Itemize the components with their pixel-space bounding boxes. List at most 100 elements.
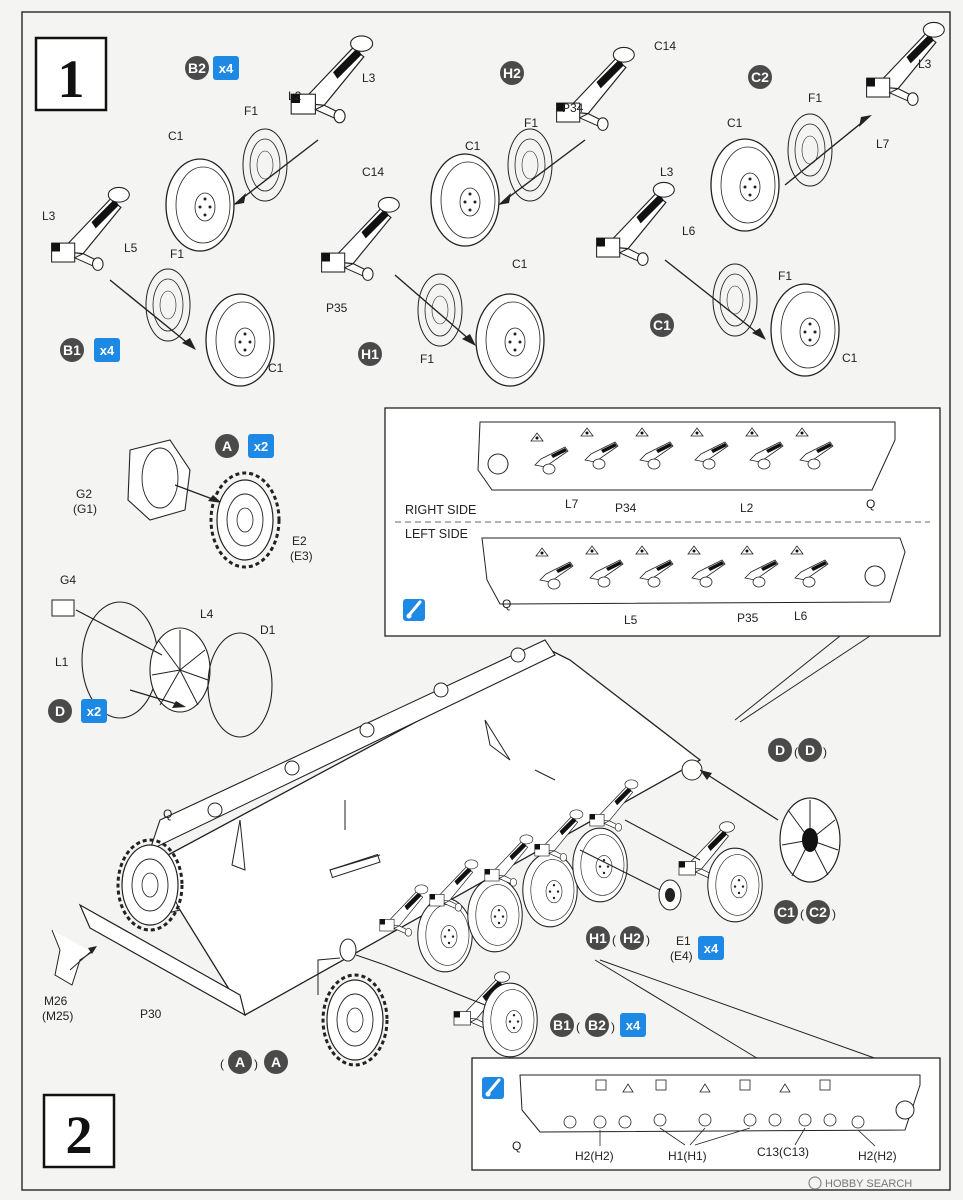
svg-text:C1: C1 [777,904,795,920]
label-q-inset-bottom: Q [512,1139,521,1153]
label-e4: (E4) [670,949,693,963]
label-g1: (G1) [73,502,97,516]
watermark: HOBBY SEARCH [808,1176,912,1190]
badge-b2: B2 x4 [185,56,239,80]
badge-e1-multiplier: x4 [698,936,724,960]
svg-text:): ) [832,907,836,921]
badge-c1-c2-pair: C1 ( C2 ) [774,900,836,924]
svg-text:B1: B1 [63,342,81,358]
svg-text:H2: H2 [623,930,641,946]
svg-text:(: ( [576,1020,580,1034]
label-c1-c1: C1 [842,351,858,365]
label-left-side: LEFT SIDE [405,527,468,541]
label-f1-c2: F1 [808,91,822,105]
label-l3-c1: L3 [660,165,674,179]
label-l3-b2: L3 [362,71,376,85]
label-m25: (M25) [42,1009,73,1023]
svg-text:D: D [775,742,785,758]
label-f1-h1: F1 [420,352,434,366]
label-l6: L6 [682,224,696,238]
subassembly-b2 [165,35,374,252]
multiplier-b1: x4 [100,343,115,358]
label-l5: L5 [124,241,138,255]
multiplier-d: x2 [87,704,101,719]
label-l2-inset: L2 [740,501,754,515]
svg-text:): ) [646,933,650,947]
step-1-number: 1 [58,49,85,109]
badge-h2: H2 [500,61,524,85]
svg-text:): ) [823,745,827,759]
label-c14-h2: C14 [654,39,676,53]
label-h2h2-right: H2(H2) [858,1149,897,1163]
step-2-marker: 2 [42,1093,116,1169]
svg-text:D: D [805,742,815,758]
label-f1-c1: F1 [778,269,792,283]
label-l7-inset: L7 [565,497,579,511]
svg-text:H1: H1 [361,346,379,362]
label-l7-c2: L7 [876,137,890,151]
note-icon-inset2 [482,1077,504,1099]
label-q-hull: Q [163,807,172,821]
subassembly-c1 [596,181,840,377]
badge-d-step1: D x2 [48,699,107,723]
label-e1: E1 [676,934,691,948]
svg-text:A: A [271,1054,281,1070]
label-h2h2-left: H2(H2) [575,1149,614,1163]
label-c14-h1: C14 [362,165,384,179]
multiplier-a: x2 [254,439,268,454]
step-1-marker: 1 [34,36,108,112]
label-h1h1: H1(H1) [668,1149,707,1163]
note-icon-inset1 [403,599,425,621]
svg-text:A: A [235,1054,245,1070]
svg-text:(: ( [612,933,616,947]
badge-a-pair: ( A ) A [220,1050,288,1074]
svg-text:B1: B1 [553,1017,571,1033]
inset-side-views [384,407,941,723]
label-e2: E2 [292,534,307,548]
idler-wheel [779,797,841,883]
label-p35: P35 [326,301,348,315]
svg-text:): ) [254,1057,258,1071]
svg-text:A: A [222,438,232,454]
badge-h1-h2-pair: H1 ( H2 ) [586,926,650,950]
badge-c1: C1 [650,313,674,337]
svg-text:D: D [55,703,65,719]
badge-d-pair: D ( D ) [768,738,827,762]
watermark-text: HOBBY SEARCH [825,1178,912,1190]
label-e3: (E3) [290,549,313,563]
svg-text:(: ( [794,745,798,759]
subassembly-c2 [710,21,945,232]
label-l6-inset: L6 [794,609,808,623]
svg-text:x4: x4 [704,941,719,956]
subassembly-h2 [430,46,635,247]
badge-b1: B1 x4 [60,338,120,362]
label-l4: L4 [200,607,214,621]
label-q-inset-left: Q [502,597,511,611]
subassembly-d [51,599,273,738]
svg-text:C2: C2 [751,69,769,85]
label-m26: M26 [44,994,68,1008]
svg-text:(: ( [800,907,804,921]
label-p30: P30 [140,1007,162,1021]
label-f1-b1: F1 [170,247,184,261]
multiplier-b2: x4 [219,61,234,76]
badge-c2: C2 [748,65,772,89]
badge-a-step1: A x2 [215,434,274,458]
label-right-side: RIGHT SIDE [405,503,476,517]
label-c1-h1: C1 [512,257,528,271]
label-c1-b2: C1 [168,129,184,143]
label-q-inset-right: Q [866,497,875,511]
label-f1-b2: F1 [244,104,258,118]
svg-text:(: ( [220,1057,224,1071]
label-l3-b1: L3 [42,209,56,223]
label-g4: G4 [60,573,76,587]
label-p34: P34 [562,101,584,115]
label-g2: G2 [76,487,92,501]
subassembly-a [127,439,281,569]
label-d1: D1 [260,623,276,637]
hull-assembly [51,639,881,1067]
svg-text:H2: H2 [503,65,521,81]
svg-text:B2: B2 [188,60,206,76]
label-c1-b1: C1 [268,361,284,375]
label-l1: L1 [55,655,69,669]
